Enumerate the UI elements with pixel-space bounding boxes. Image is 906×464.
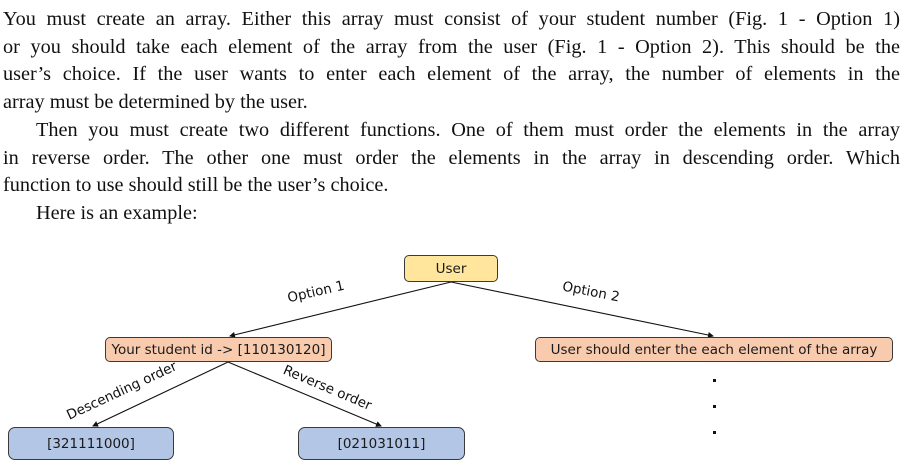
text-line: or you should take each element of the a… [3,35,900,58]
text-line: Here is an example: [36,202,198,224]
option-1-label: Option 1 [285,277,346,307]
user-input-node-label: User should enter the each element of th… [550,341,878,358]
text-line: user’s choice. If the user wants to ente… [3,63,900,85]
example-paragraph: Here is an example: [3,200,900,228]
descending-result-node: [321111000] [8,427,174,460]
reverse-order-label: Reverse order [280,362,374,414]
option-2-label: Option 2 [561,278,621,306]
text-line: Then you must create two different funct… [36,119,900,141]
user-node: User [404,255,498,282]
text-line: You must create an array. Either this ar… [3,8,900,30]
descending-order-label: Descending order [64,358,180,424]
reverse-result-node: [021031011] [298,427,465,460]
student-id-node-label: Your student id -> [110130120] [111,341,326,358]
ellipsis-dot [713,405,716,408]
ellipsis-dot [713,431,716,434]
student-id-node: Your student id -> [110130120] [105,337,332,362]
ellipsis-dot [713,379,716,382]
functions-paragraph: Then you must create two different funct… [3,117,900,200]
text-line: function to use should still be the user… [3,174,389,196]
intro-paragraph: You must create an array. Either this ar… [3,6,900,116]
user-node-label: User [435,260,467,277]
descending-result-label: [321111000] [47,435,135,452]
reverse-result-label: [021031011] [337,435,426,452]
text-line: in reverse order. The other one must ord… [3,146,900,169]
text-line: array must be determined by the user. [3,90,308,113]
user-input-node: User should enter the each element of th… [535,337,893,362]
